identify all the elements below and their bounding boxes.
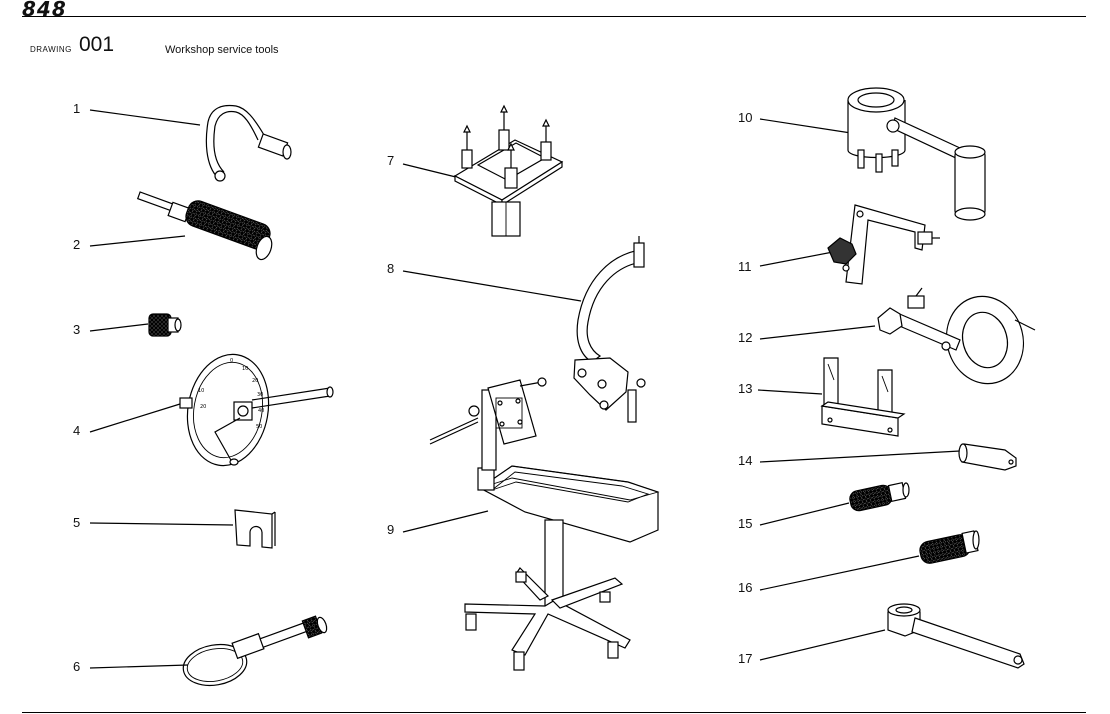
callout-4: 4 <box>73 423 81 438</box>
callout-14: 14 <box>738 453 753 468</box>
dial-scale-5: 50 <box>256 424 262 430</box>
callout-17: 17 <box>738 651 753 666</box>
dial-scale-6: 10 <box>198 388 204 394</box>
dial-scale-1: 10 <box>242 366 248 372</box>
tool-11-bracket <box>827 204 940 285</box>
drawing-title: Workshop service tools <box>165 44 279 56</box>
callout-1: 1 <box>73 101 81 116</box>
dial-scale-2: 20 <box>252 378 258 384</box>
callout-9: 9 <box>387 522 395 537</box>
callout-12: 12 <box>738 330 753 345</box>
tool-6-strap-wrench <box>182 615 328 687</box>
tool-1-crank-handle <box>205 104 292 182</box>
drawing-number: 001 <box>79 33 115 56</box>
tool-7-mount-plate <box>453 104 564 237</box>
tool-17-wrench <box>887 603 1025 669</box>
footer-rule <box>22 712 1086 713</box>
callout-3: 3 <box>73 322 81 337</box>
tool-5-shim-plate <box>234 509 276 549</box>
tool-4-degree-wheel: 0 10 20 30 40 50 10 20 <box>179 353 334 467</box>
dial-scale-7: 20 <box>200 404 206 410</box>
header-rule <box>22 16 1086 17</box>
model-logo: 848 <box>22 0 67 21</box>
tool-8-support-arm <box>573 236 646 423</box>
callout-2: 2 <box>73 237 81 252</box>
tool-15-knurled-drift <box>849 482 910 512</box>
callout-11: 11 <box>738 259 752 274</box>
tool-9-engine-stand <box>429 377 660 671</box>
callout-6: 6 <box>73 659 81 674</box>
callout-13: 13 <box>738 381 753 396</box>
callout-15: 15 <box>738 516 753 531</box>
tool-10-flywheel-holder <box>847 87 986 221</box>
tool-3-knurled-nut <box>148 313 182 337</box>
callout-10: 10 <box>738 110 753 125</box>
tool-2-knurled-pin-tool <box>136 191 273 261</box>
dial-scale-0: 0 <box>230 358 233 364</box>
tool-16-knurled-drift-large <box>919 530 980 564</box>
tool-14-conical-sleeve <box>958 443 1017 471</box>
dial-scale-4: 40 <box>258 408 264 414</box>
callout-7: 7 <box>387 153 395 168</box>
tool-12-ring-gauge <box>877 287 1036 385</box>
callout-16: 16 <box>738 580 753 595</box>
callout-8: 8 <box>387 261 395 276</box>
callout-5: 5 <box>73 515 81 530</box>
tool-13-fork-plate <box>820 357 906 437</box>
dial-scale-3: 30 <box>257 392 263 398</box>
drawing-label: DRAWING <box>30 45 72 54</box>
